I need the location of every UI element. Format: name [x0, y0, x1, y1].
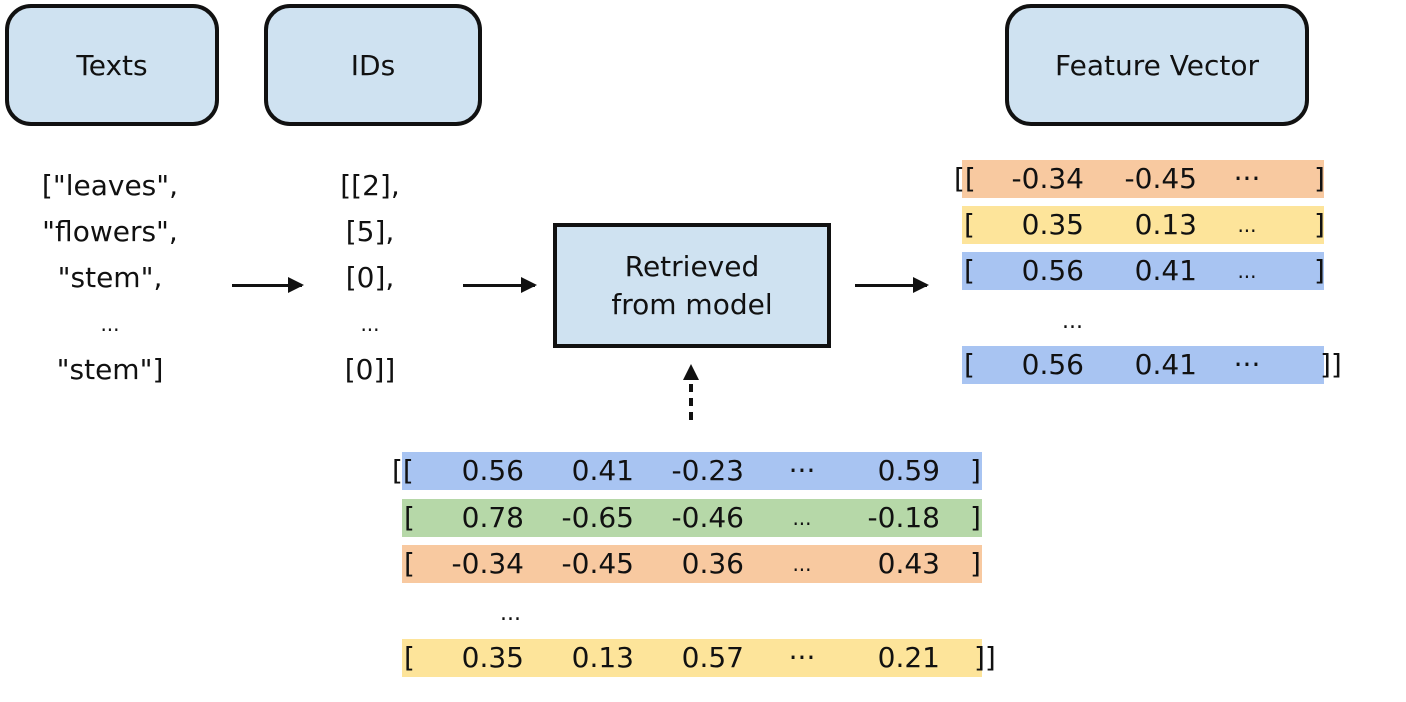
ellipsis: ...: [792, 506, 812, 530]
ellipsis: ···: [788, 454, 816, 487]
ellipsis: ...: [792, 552, 812, 576]
texts-header-label: Texts: [76, 48, 148, 82]
close-bracket: ]: [1314, 208, 1325, 241]
ids-item: [0],: [345, 261, 395, 294]
texts-item: "stem",: [57, 261, 163, 294]
embedding-value: 0.36: [681, 547, 744, 580]
feature-value: 0.35: [1021, 208, 1084, 241]
ids-item: [0]]: [344, 353, 396, 386]
feature-row: [ 0.56 0.41 ··· ]]: [962, 346, 1342, 384]
feature-gap-ellipsis: ...: [1062, 309, 1083, 334]
feature-value: -0.45: [1124, 162, 1197, 195]
feature-value: 0.56: [1021, 348, 1084, 381]
arrow-ids-to-model: [463, 277, 537, 293]
close-bracket: ]]: [1320, 348, 1342, 381]
model-box-line2: from model: [611, 287, 773, 321]
close-bracket: ]]: [974, 641, 996, 674]
open-bracket: [: [404, 641, 415, 674]
ellipsis: ···: [1233, 348, 1261, 381]
close-bracket: ]: [970, 454, 981, 487]
texts-list: ["leaves", "flowers", "stem", ... "stem"…: [10, 163, 210, 393]
model-box-line1: Retrieved: [624, 249, 760, 283]
embedding-value: 0.43: [877, 547, 940, 580]
ellipsis: ...: [1237, 259, 1257, 283]
feature-value: 0.41: [1134, 254, 1197, 287]
close-bracket: ]: [970, 547, 981, 580]
close-bracket: ]: [970, 501, 981, 534]
ellipsis: ···: [788, 641, 816, 674]
ids-item: [[2],: [340, 169, 400, 202]
texts-item: "stem"]: [56, 353, 164, 386]
embedding-value: -0.45: [561, 547, 634, 580]
embedding-value: 0.56: [461, 454, 524, 487]
embedding-gap-ellipsis: ...: [500, 601, 521, 626]
embedding-value: -0.23: [671, 454, 744, 487]
close-bracket: ]: [1314, 162, 1325, 195]
open-bracket: [: [964, 254, 975, 287]
ids-header-label: IDs: [350, 48, 396, 82]
embedding-value: 0.35: [461, 641, 524, 674]
embedding-row: [ 0.35 0.13 0.57 ··· 0.21 ]]: [402, 639, 996, 677]
feature-vector-header: Feature Vector: [1005, 4, 1309, 126]
embedding-value: 0.78: [461, 501, 524, 534]
close-bracket: ]: [1314, 254, 1325, 287]
feature-row: [ 0.56 0.41 ... ]: [962, 252, 1325, 290]
feature-vector-header-label: Feature Vector: [1055, 48, 1259, 82]
embedding-row: [ -0.34 -0.45 0.36 ... 0.43 ]: [402, 545, 982, 583]
arrow-model-to-feature: [855, 277, 929, 293]
embedding-value: -0.46: [671, 501, 744, 534]
open-bracket: [: [404, 547, 415, 580]
feature-value: -0.34: [1011, 162, 1084, 195]
feature-row: [ 0.35 0.13 ... ]: [962, 206, 1325, 244]
ids-item: [5],: [345, 215, 395, 248]
ellipsis: ···: [1233, 162, 1261, 195]
feature-value: 0.56: [1021, 254, 1084, 287]
open-bracket: [[: [392, 454, 414, 487]
feature-value: 0.13: [1134, 208, 1197, 241]
embedding-value: 0.57: [681, 641, 744, 674]
embedding-value: -0.34: [451, 547, 524, 580]
open-bracket: [: [964, 348, 975, 381]
texts-item: ["leaves",: [41, 169, 179, 202]
embedding-value: 0.41: [571, 454, 634, 487]
embedding-row: [[ 0.56 0.41 -0.23 ··· 0.59 ]: [392, 452, 982, 490]
ids-item: ...: [360, 312, 380, 336]
embedding-row: [ 0.78 -0.65 -0.46 ... -0.18 ]: [402, 499, 982, 537]
arrow-texts-to-ids: [232, 277, 304, 293]
embedding-value: -0.65: [561, 501, 634, 534]
embedding-value: 0.21: [877, 641, 940, 674]
embedding-value: 0.59: [877, 454, 940, 487]
texts-header: Texts: [5, 4, 219, 126]
texts-item: ...: [100, 312, 120, 336]
ellipsis: ...: [1237, 213, 1257, 237]
ids-header: IDs: [264, 4, 482, 126]
feature-row: [[ -0.34 -0.45 ··· ]: [954, 160, 1325, 198]
open-bracket: [: [404, 501, 415, 534]
open-bracket: [[: [954, 162, 976, 195]
texts-item: "flowers",: [42, 215, 178, 248]
embedding-value: 0.13: [571, 641, 634, 674]
open-bracket: [: [964, 208, 975, 241]
ids-list: [[2], [5], [0], ... [0]]: [300, 163, 440, 393]
feature-value: 0.41: [1134, 348, 1197, 381]
retrieved-from-model-box: Retrieved from model: [553, 223, 831, 348]
embedding-value: -0.18: [867, 501, 940, 534]
